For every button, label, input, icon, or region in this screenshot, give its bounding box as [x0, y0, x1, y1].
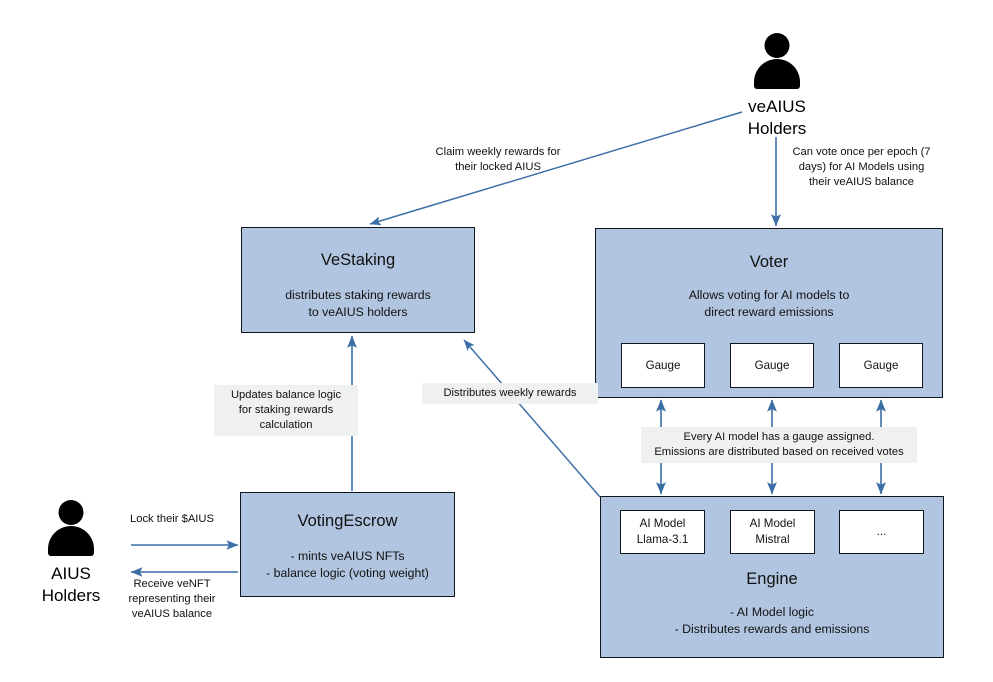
node-vestaking[interactable]: VeStaking distributes staking rewards to… — [241, 227, 475, 333]
node-vestaking-subtitle: distributes staking rewards to veAIUS ho… — [285, 287, 431, 319]
node-engine-title: Engine — [746, 570, 798, 588]
edge-label-can-vote-once-per-epoch: Can vote once per epoch (7 days) for AI … — [792, 146, 931, 188]
edge-label-lock-their-aius: Lock their $AIUS — [130, 513, 214, 525]
ai-model-box-1[interactable]: AI Model Llama-3.1 — [620, 510, 705, 554]
actor-aius-holders-label: AIUS Holders — [41, 564, 101, 605]
edge-label-updates-balance-logic: Updates balance logic for staking reward… — [214, 385, 358, 436]
actor-veaius-holders-label: veAIUS Holders — [747, 97, 807, 138]
gauge-box-1[interactable]: Gauge — [621, 343, 705, 388]
person-icon — [45, 500, 97, 556]
node-voter-title: Voter — [749, 253, 789, 271]
actor-veaius-holders: veAIUS Holders — [744, 33, 810, 140]
node-voter-subtitle: Allows voting for AI models to direct re… — [688, 287, 850, 319]
edge-label-claim-weekly-rewards: Claim weekly rewards for their locked AI… — [435, 146, 561, 173]
edge-engine-to-vestaking — [463, 339, 601, 498]
ai-model-box-2[interactable]: AI Model Mistral — [730, 510, 815, 554]
gauge-box-1-label: Gauge — [645, 358, 681, 372]
gauge-box-3-label: Gauge — [863, 358, 899, 372]
edge-label-every-ai-model-gauge: Every AI model has a gauge assigned. Emi… — [641, 427, 917, 463]
person-icon — [751, 33, 803, 89]
gauge-box-2[interactable]: Gauge — [730, 343, 814, 388]
edge-label-distributes-weekly-rewards: Distributes weekly rewards — [422, 383, 598, 404]
ai-model-box-1-label: AI Model Llama-3.1 — [636, 517, 689, 546]
node-votingescrow-title: VotingEscrow — [297, 512, 398, 530]
node-engine-subtitle: - AI Model logic - Distributes rewards a… — [674, 604, 870, 636]
ai-model-box-3[interactable]: ... — [839, 510, 924, 554]
gauge-box-2-label: Gauge — [754, 358, 790, 372]
actor-aius-holders: AIUS Holders — [38, 500, 104, 607]
node-votingescrow-subtitle: - mints veAIUS NFTs - balance logic (vot… — [266, 548, 429, 580]
node-vestaking-title: VeStaking — [320, 251, 396, 269]
ai-model-box-2-label: AI Model Mistral — [749, 517, 796, 546]
edge-label-receive-venft: Receive veNFT representing their veAIUS … — [128, 578, 216, 620]
ai-model-box-3-label: ... — [876, 525, 887, 539]
node-votingescrow[interactable]: VotingEscrow - mints veAIUS NFTs - balan… — [240, 492, 455, 597]
gauge-box-3[interactable]: Gauge — [839, 343, 923, 388]
